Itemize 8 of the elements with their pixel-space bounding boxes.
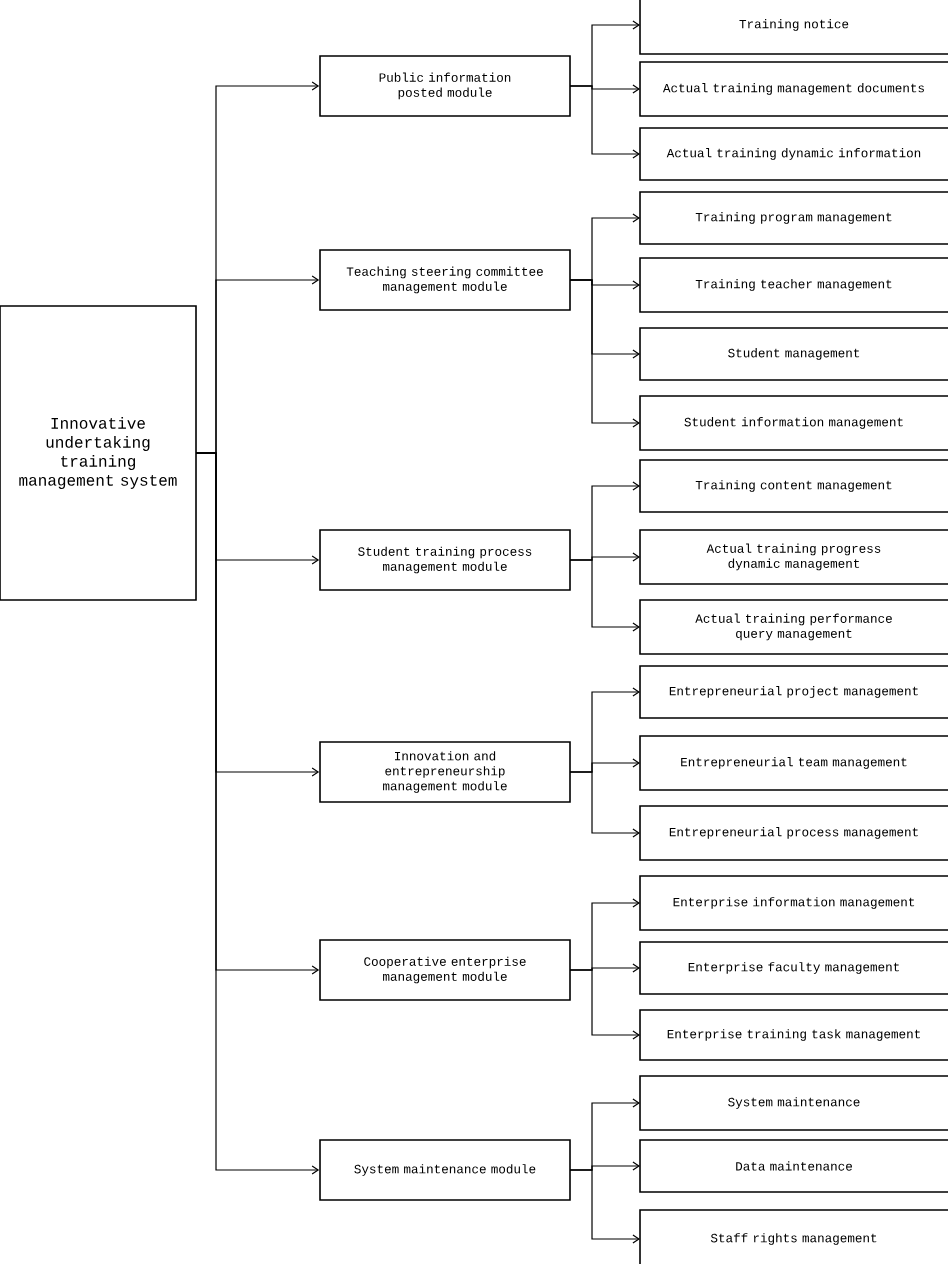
arrow <box>569 279 640 428</box>
arrow <box>569 85 640 159</box>
arrow <box>569 969 640 1040</box>
arrow <box>569 771 640 838</box>
arrow <box>569 1169 640 1244</box>
arrow <box>569 559 640 632</box>
arrow <box>195 452 320 1175</box>
system-box: Innovative undertaking training management system <box>0 305 197 601</box>
